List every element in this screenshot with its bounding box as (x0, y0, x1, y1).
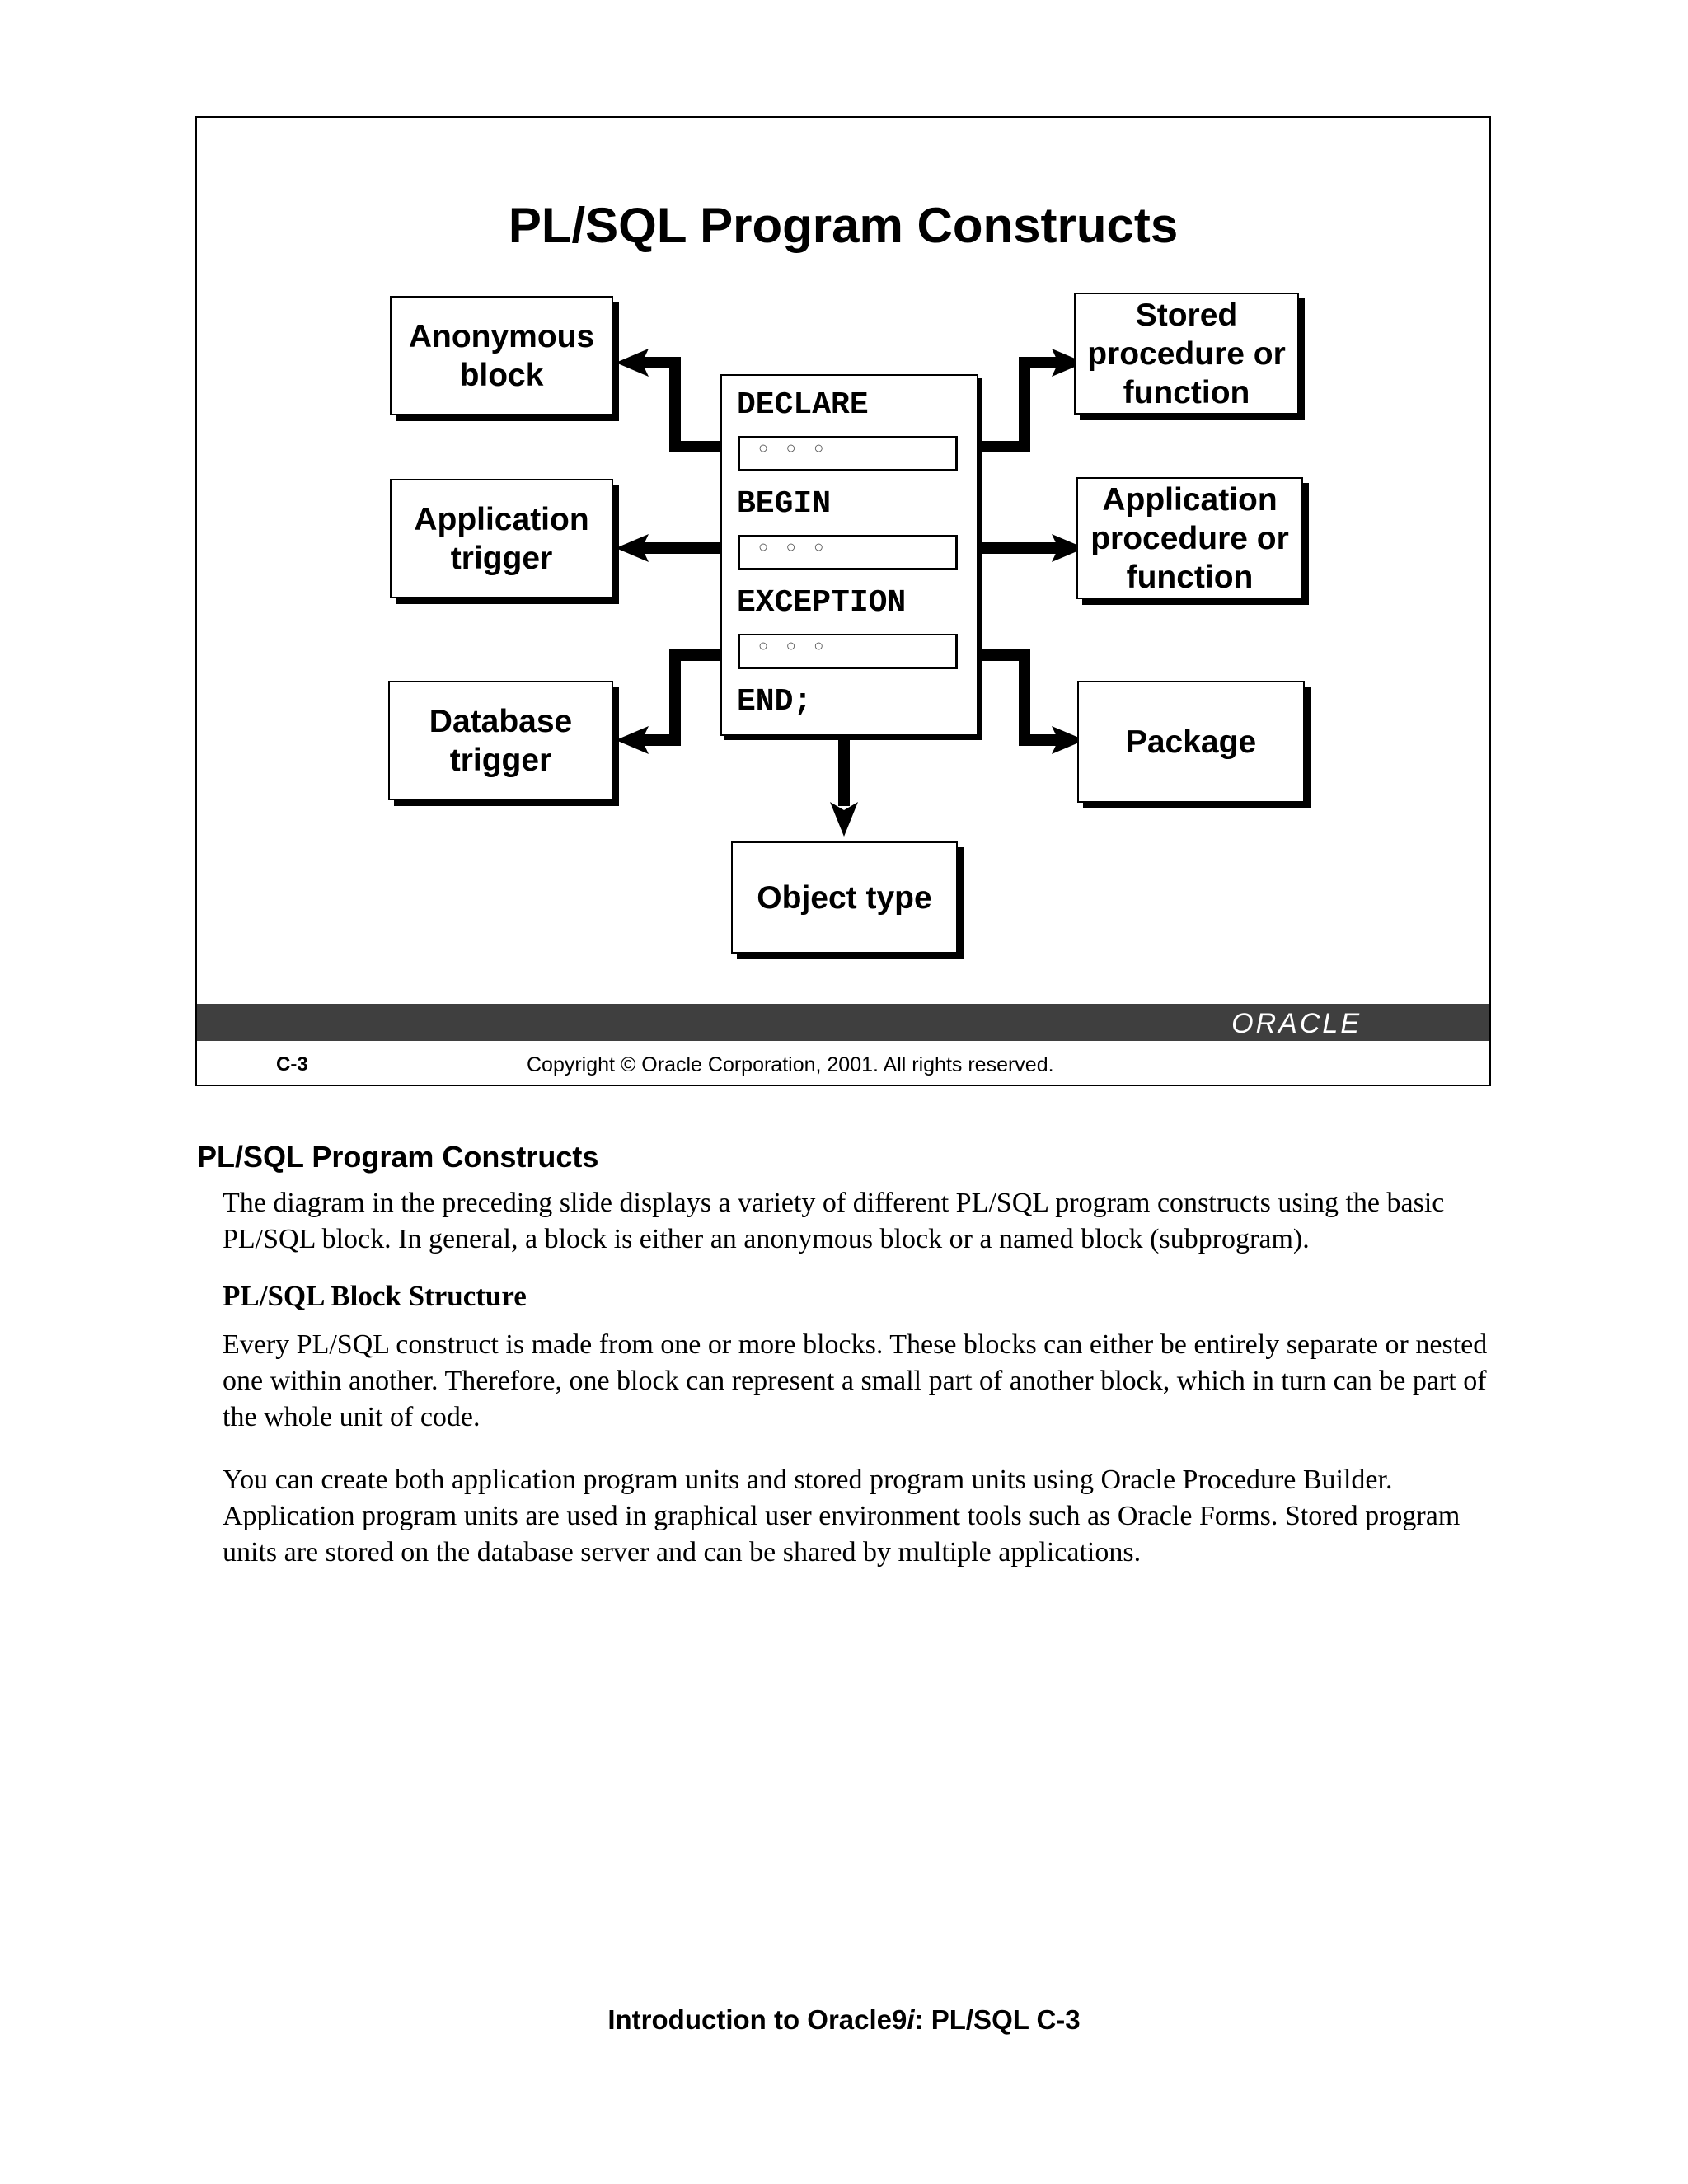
box-label: Database (429, 703, 573, 739)
placeholder-dots: ○ ○ ○ (758, 637, 831, 655)
declare-section: ○ ○ ○ (738, 436, 958, 471)
box-label: Object type (757, 879, 932, 916)
arrow-to-database-trigger (638, 649, 720, 746)
arrowheads (616, 349, 1085, 837)
box-label: procedure or (1087, 335, 1286, 372)
declare-keyword: DECLARE (737, 387, 869, 423)
end-keyword: END; (737, 684, 813, 719)
begin-section: ○ ○ ○ (738, 535, 958, 570)
box-label: procedure or (1090, 520, 1289, 556)
notes-paragraph-2: You can create both application program … (223, 1465, 1461, 1568)
slide-title: PL/SQL Program Constructs (508, 198, 1179, 253)
box-label: trigger (450, 540, 553, 576)
page-footer-prefix: Introduction to Oracle9 (607, 2004, 907, 2035)
object-type-box: Object type (731, 841, 958, 954)
page-footer: Introduction to Oracle9i: PL/SQL C-3 (0, 2004, 1688, 2036)
notes-heading: PL/SQL Program Constructs (197, 1140, 599, 1174)
copyright-notice: Copyright © Oracle Corporation, 2001. Al… (527, 1053, 1054, 1076)
box-label: Application (414, 501, 589, 537)
page-footer-italic: i (907, 2004, 915, 2035)
placeholder-dots: ○ ○ ○ (758, 439, 831, 457)
notes-subheading: PL/SQL Block Structure (223, 1280, 527, 1312)
plsql-block: DECLARE ○ ○ ○ BEGIN ○ ○ ○ EXCEPTION ○ ○ … (720, 374, 978, 736)
box-label: block (459, 357, 544, 393)
arrow-to-package (978, 649, 1062, 746)
exception-keyword: EXCEPTION (737, 585, 907, 621)
placeholder-dots: ○ ○ ○ (758, 538, 831, 556)
arrow-to-stored-procedure (978, 357, 1062, 452)
box-label: Application (1102, 481, 1278, 518)
box-label: function (1123, 374, 1250, 410)
notes-intro-paragraph: The diagram in the preceding slide displ… (223, 1188, 1445, 1254)
slide-footer-bar: ORACLE (197, 1004, 1489, 1041)
package-box: Package (1077, 681, 1305, 803)
oracle-logo: ORACLE (1231, 1008, 1362, 1039)
exception-section: ○ ○ ○ (738, 634, 958, 669)
begin-keyword: BEGIN (737, 486, 832, 522)
connector-arrows (616, 349, 1085, 837)
arrow-to-anonymous-block (638, 357, 720, 452)
notes-paragraph-1: Every PL/SQL construct is made from one … (223, 1329, 1488, 1432)
page-footer-suffix: : PL/SQL C-3 (914, 2004, 1081, 2035)
box-label: Stored (1135, 297, 1238, 333)
slide-number: C-3 (276, 1053, 308, 1076)
slide: PL/SQL Program Constructs (195, 116, 1491, 1086)
box-label: function (1126, 559, 1254, 595)
box-label: Package (1125, 724, 1257, 760)
box-label: Anonymous (408, 318, 595, 354)
box-label: trigger (449, 742, 552, 778)
